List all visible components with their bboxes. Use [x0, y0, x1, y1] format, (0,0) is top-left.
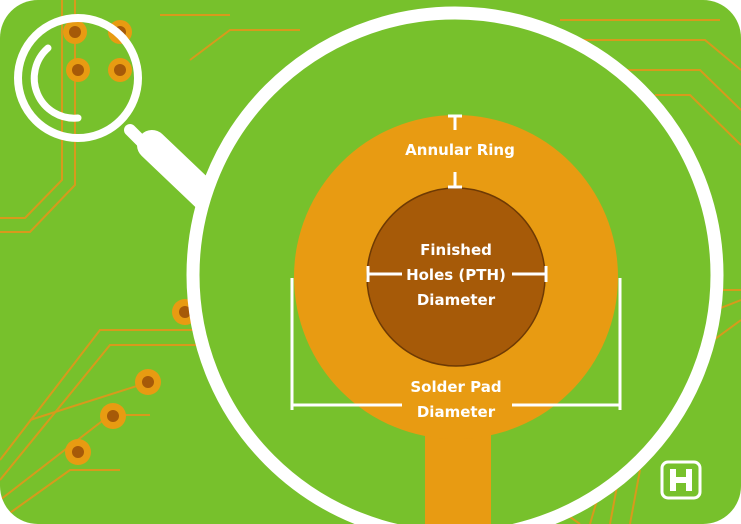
hole-label-line-3: Diameter — [417, 291, 496, 309]
pad-diameter-marker — [290, 278, 622, 410]
chip-logo-icon — [660, 460, 702, 500]
hole-diameter-marker — [366, 266, 548, 282]
pad-label-line-2: Diameter — [417, 403, 496, 421]
magnifier-icon — [14, 14, 152, 152]
hole-label-line-2: Holes (PTH) — [406, 266, 506, 284]
hole-label-line-1: Finished — [420, 241, 492, 259]
magnifier-lens — [186, 6, 724, 524]
annular-ring-label: Annular Ring — [405, 141, 515, 159]
pad-label-line-1: Solder Pad — [410, 378, 501, 396]
annular-ring-marker — [448, 114, 462, 189]
